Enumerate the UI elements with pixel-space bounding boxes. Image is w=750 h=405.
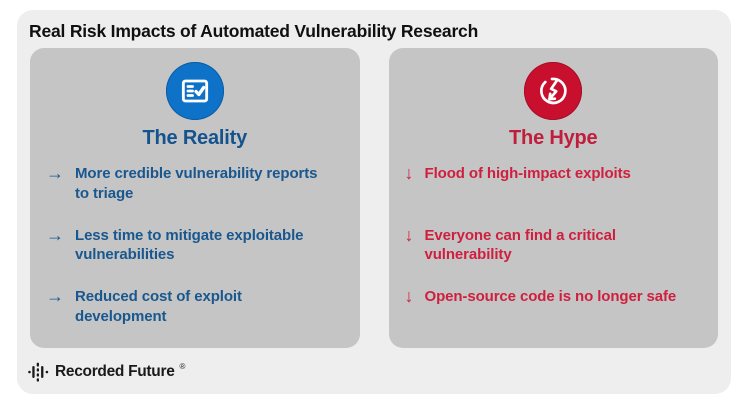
- right-arrow-icon: →: [46, 163, 64, 183]
- list-item-text: Flood of high-impact exploits: [424, 165, 631, 182]
- list-item: → Less time to mitigate exploitable vuln…: [46, 225, 360, 287]
- list-item: → Reduced cost of exploit development: [46, 286, 360, 348]
- hype-list: ↓ Flood of high-impact exploits ↓ Everyo…: [405, 163, 719, 348]
- right-arrow-icon: →: [46, 286, 64, 306]
- hype-panel: The Hype ↓ Flood of high-impact exploits…: [388, 48, 719, 348]
- infographic-card: Real Risk Impacts of Automated Vulnerabi…: [17, 10, 731, 394]
- reality-list: → More credible vulnerability reports to…: [46, 163, 360, 348]
- right-arrow-icon: →: [46, 224, 64, 245]
- page-title: Real Risk Impacts of Automated Vulnerabi…: [29, 21, 479, 41]
- footer: Recorded Future ®: [28, 361, 185, 383]
- hype-heading: The Hype: [509, 127, 598, 149]
- panels-row: The Reality → More credible vulnerabilit…: [30, 48, 718, 348]
- list-item-text: Everyone can find a critical vulnerabili…: [424, 226, 617, 264]
- list-item: → More credible vulnerability reports to…: [46, 163, 360, 225]
- list-item-text: Less time to mitigate exploitable vulner…: [75, 226, 304, 264]
- list-item: ↓ Open-source code is no longer safe: [405, 286, 719, 348]
- list-item-text: More credible vulnerability reports to t…: [75, 165, 318, 202]
- list-item-text: Reduced cost of exploit development: [75, 288, 242, 325]
- down-arrow-icon: ↓: [404, 224, 414, 245]
- list-item: ↓ Everyone can find a critical vulnerabi…: [405, 225, 719, 287]
- checklist-icon: [165, 62, 224, 120]
- logo-text: Recorded Future: [55, 363, 175, 380]
- recorded-future-logo-icon: [28, 361, 50, 383]
- reality-heading: The Reality: [142, 127, 248, 149]
- reality-panel: The Reality → More credible vulnerabilit…: [30, 48, 360, 348]
- down-arrow-icon: ↓: [404, 163, 414, 183]
- registered-trademark: ®: [179, 362, 186, 371]
- list-item-text: Open-source code is no longer safe: [424, 288, 677, 305]
- list-item: ↓ Flood of high-impact exploits: [405, 163, 719, 225]
- down-arrow-icon: ↓: [404, 286, 414, 306]
- lightning-cycle-icon: [524, 62, 583, 120]
